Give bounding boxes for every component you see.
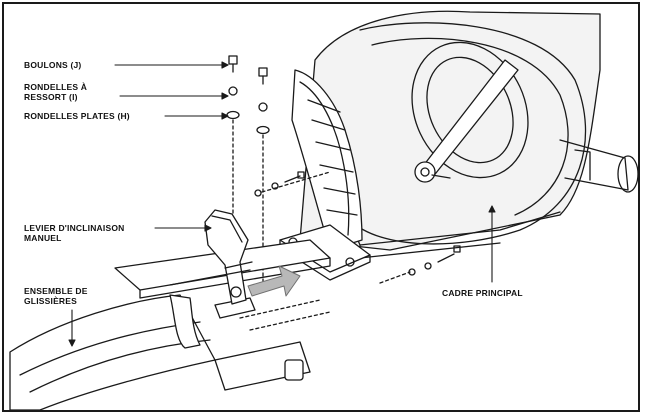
- label-main-frame: CADRE PRINCIPAL: [442, 288, 523, 298]
- label-bolts-text: BOULONS (J): [24, 60, 82, 70]
- label-spring-washers-line1: RONDELLES À: [24, 82, 88, 92]
- label-tilt-lever-line1: LEVIER D'INCLINAISON: [24, 223, 125, 233]
- mounting-bracket: [279, 69, 371, 281]
- side-bolts-lower: [379, 245, 461, 284]
- label-flat-washers-text: RONDELLES PLATES (H): [24, 111, 130, 121]
- label-tilt-lever-line2: MANUEL: [24, 233, 62, 243]
- label-spring-washers-line2: RESSORT (I): [24, 92, 78, 102]
- label-main-frame-text: CADRE PRINCIPAL: [442, 288, 523, 298]
- label-slide-assembly: ENSEMBLE DE GLISSIÈRES: [24, 286, 88, 306]
- label-tilt-lever: LEVIER D'INCLINAISON MANUEL: [24, 223, 124, 243]
- leader-lines: [68, 61, 496, 347]
- label-flat-washers: RONDELLES PLATES (H): [24, 111, 130, 121]
- label-bolts: BOULONS (J): [24, 60, 81, 70]
- label-slide-assembly-line1: ENSEMBLE DE: [24, 286, 88, 296]
- hardware-stack-left: [226, 55, 240, 301]
- slide-rail: [9, 239, 331, 411]
- main-frame-housing: [299, 10, 639, 259]
- side-bolts-upper: [254, 171, 331, 197]
- hardware-stack-right: [256, 67, 270, 286]
- tilt-lever: [169, 209, 253, 305]
- insert-direction-arrow: [247, 265, 301, 297]
- diagram-border: [2, 2, 640, 412]
- label-slide-assembly-line2: GLISSIÈRES: [24, 296, 78, 306]
- label-spring-washers: RONDELLES À RESSORT (I): [24, 82, 87, 102]
